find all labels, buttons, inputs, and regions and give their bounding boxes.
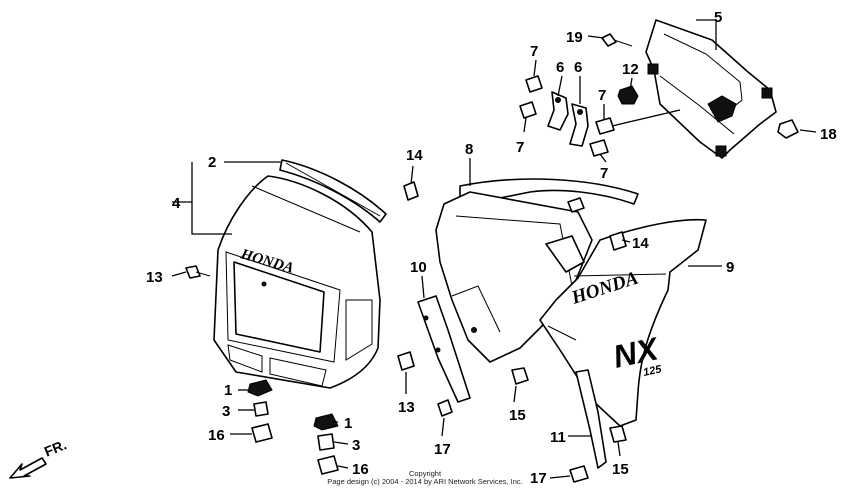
bolt-part[interactable] — [601, 33, 633, 47]
callout-16: 16 — [208, 427, 225, 444]
bolt-part[interactable] — [251, 423, 273, 443]
callout-7: 7 — [530, 43, 538, 60]
displacement-decal: 125 — [642, 363, 663, 379]
windscreen-part[interactable] — [279, 159, 387, 223]
inner-bracket-part[interactable] — [417, 295, 471, 403]
callout-4: 4 — [172, 195, 181, 212]
callout-15: 15 — [612, 461, 629, 478]
rubber-cap-part[interactable] — [247, 379, 273, 397]
clip-part[interactable] — [609, 425, 627, 443]
callout-11: 11 — [550, 429, 566, 446]
callout-1: 1 — [344, 415, 352, 432]
callout-2: 2 — [208, 154, 216, 171]
screw-part[interactable] — [185, 265, 211, 279]
stay-right-part[interactable] — [569, 103, 589, 147]
callout-7: 7 — [600, 165, 608, 182]
screw-part[interactable] — [609, 231, 627, 251]
callout-17: 17 — [434, 441, 451, 458]
lower-bracket-part[interactable] — [575, 369, 607, 469]
screw-part[interactable] — [397, 351, 415, 371]
grommet-part[interactable] — [519, 75, 615, 157]
callout-12: 12 — [622, 61, 639, 78]
callout-15: 15 — [509, 407, 526, 424]
collar-part[interactable] — [253, 401, 269, 417]
leader-lines — [171, 19, 817, 479]
front-direction-arrow-icon — [9, 457, 47, 479]
callout-14: 14 — [632, 235, 649, 252]
callout-18: 18 — [820, 126, 837, 143]
callout-labels: 2 4 5 19 7 6 6 12 7 7 7 18 8 14 14 9 10 … — [146, 9, 837, 487]
callout-3: 3 — [352, 437, 360, 454]
callout-17: 17 — [530, 470, 547, 487]
callout-19: 19 — [566, 29, 583, 46]
screw-part[interactable] — [403, 181, 419, 201]
callout-9: 9 — [726, 259, 734, 276]
callout-16: 16 — [352, 461, 369, 478]
clip-part[interactable] — [511, 367, 529, 385]
callout-1: 1 — [224, 382, 232, 399]
headlight-cowl-part[interactable] — [213, 175, 381, 389]
callout-8: 8 — [465, 141, 473, 158]
inner-cowl-part[interactable] — [435, 178, 639, 363]
copyright-line: Copyright — [408, 469, 442, 478]
screw-part[interactable] — [437, 399, 453, 417]
callout-6: 6 — [556, 59, 564, 76]
callout-10: 10 — [410, 259, 427, 276]
mount-bracket-part[interactable] — [645, 19, 777, 159]
bolt-part[interactable] — [777, 119, 799, 139]
callout-6: 6 — [574, 59, 582, 76]
copyright-notice: Page design (c) 2004 - 2014 by ARI Netwo… — [327, 477, 523, 486]
stay-left-part[interactable] — [547, 91, 569, 131]
nut-part[interactable] — [617, 85, 639, 105]
callout-13: 13 — [398, 399, 415, 416]
screw-part[interactable] — [569, 465, 589, 483]
callout-7: 7 — [598, 87, 606, 104]
callout-14: 14 — [406, 147, 423, 164]
callout-5: 5 — [714, 9, 722, 26]
callout-7: 7 — [516, 139, 524, 156]
side-cover-part[interactable] — [539, 218, 707, 427]
callout-13: 13 — [146, 269, 163, 286]
bolt-part[interactable] — [317, 455, 339, 475]
callout-3: 3 — [222, 403, 230, 420]
collar-part[interactable] — [317, 433, 335, 451]
rubber-cap-part[interactable] — [313, 413, 339, 431]
